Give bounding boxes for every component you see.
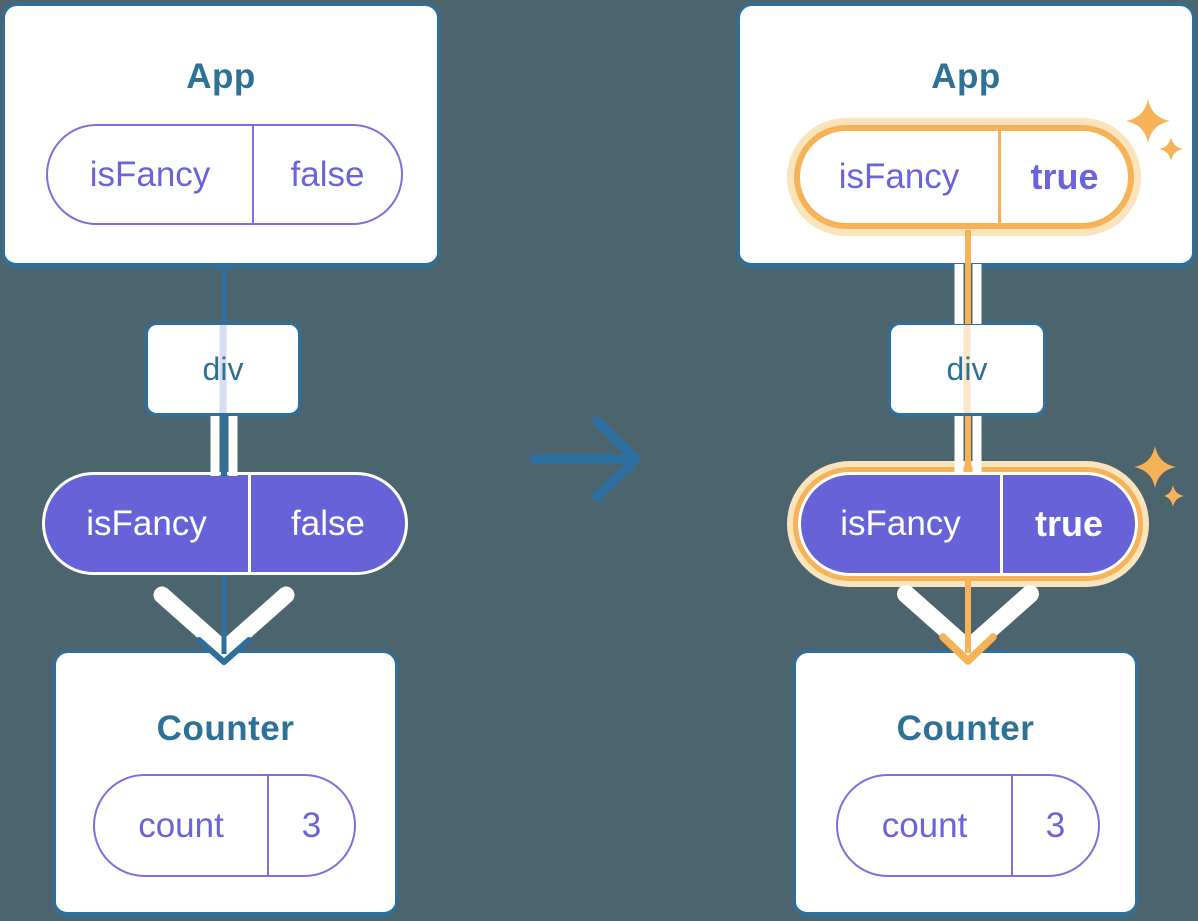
sparkle-icon <box>1164 485 1184 507</box>
prop-name-label: isFancy <box>840 504 961 543</box>
after-div-to-pill-prop-lines <box>954 416 982 472</box>
before-counter-state-pill: count 3 <box>93 774 356 877</box>
prop-name-label: isFancy <box>89 154 211 194</box>
after-div-label: div <box>946 350 988 387</box>
before-div-box: div <box>145 322 301 417</box>
prop-thread <box>963 325 971 413</box>
prop-value-label: false <box>252 126 401 223</box>
after-passed-prop-pill-highlighted: isFancy true <box>798 472 1138 576</box>
after-app-prop-pill-highlighted: isFancy true <box>794 125 1134 229</box>
before-app-prop-pill: isFancy false <box>46 124 403 225</box>
prop-value-label: true <box>1000 475 1135 573</box>
sparkle-icon <box>1134 446 1176 488</box>
prop-name-label: isFancy <box>838 157 960 196</box>
after-counter-title: Counter <box>896 709 1035 748</box>
before-counter-title: Counter <box>156 709 295 748</box>
transition-arrow-right-icon <box>530 416 641 502</box>
prop-thread <box>219 325 227 413</box>
after-white-chevron <box>897 585 1039 658</box>
after-app-title: App <box>931 57 1001 96</box>
before-counter-card: Counter count 3 <box>53 650 398 917</box>
state-name-label: count <box>138 805 224 845</box>
before-app-title: App <box>186 57 256 96</box>
state-value-label: 3 <box>1011 776 1098 875</box>
before-passed-prop-pill: isFancy false <box>42 472 408 575</box>
after-counter-card: Counter count 3 <box>793 650 1138 917</box>
after-app-card: App isFancy true <box>737 3 1195 268</box>
prop-value-label: true <box>998 131 1128 223</box>
after-div-box: div <box>888 322 1046 417</box>
after-counter-state-pill: count 3 <box>836 774 1100 877</box>
prop-name-label: isFancy <box>86 503 207 543</box>
state-value-label: 3 <box>267 776 354 875</box>
before-div-label: div <box>202 350 244 387</box>
before-white-chevron <box>153 586 295 659</box>
state-name-label: count <box>881 805 968 845</box>
before-div-to-pill-prop-lines <box>210 416 238 476</box>
prop-value-label: false <box>248 475 405 572</box>
before-app-card: App isFancy false <box>2 3 440 268</box>
